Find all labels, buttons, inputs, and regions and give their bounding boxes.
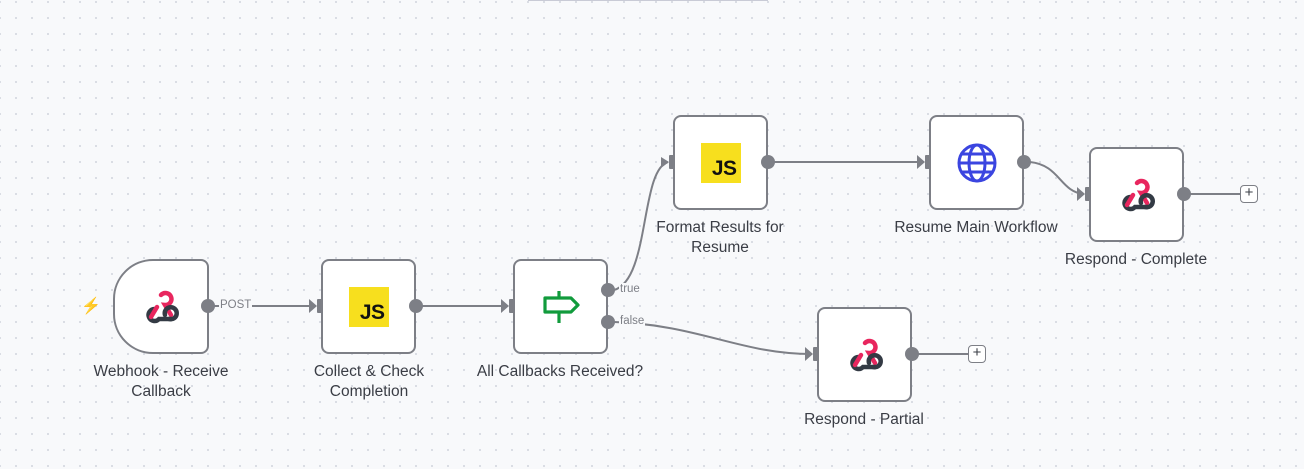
edge-label-post: POST: [219, 299, 253, 311]
label-line: Resume: [691, 239, 749, 256]
output-handle[interactable]: [761, 155, 775, 169]
output-handle[interactable]: [1017, 155, 1031, 169]
input-handle[interactable]: [1085, 187, 1092, 201]
js-icon-text: JS: [711, 156, 737, 180]
input-handle[interactable]: [925, 155, 932, 169]
webhook-icon: [849, 338, 883, 371]
node-collect-check-completion[interactable]: JS: [321, 259, 416, 354]
signpost-icon: [542, 290, 580, 323]
output-handle[interactable]: [201, 299, 215, 313]
arrow-collect: [309, 299, 317, 313]
edge-if-true-format: [613, 161, 669, 291]
output-handle[interactable]: [1177, 187, 1191, 201]
js-icon-text: JS: [359, 300, 385, 324]
label-line: Callback: [131, 383, 191, 400]
node-label: All Callbacks Received?: [470, 362, 650, 382]
input-handle[interactable]: [813, 347, 820, 361]
output-handle-false[interactable]: [601, 315, 615, 329]
node-resume-main-workflow[interactable]: [929, 115, 1024, 210]
node-label: Resume Main Workflow: [886, 218, 1066, 238]
node-respond-partial[interactable]: [817, 307, 912, 402]
label-line: Respond - Complete: [1064, 251, 1208, 268]
label-line: Completion: [329, 383, 409, 400]
output-handle-true[interactable]: [601, 283, 615, 297]
node-label: Respond - Partial: [774, 410, 954, 430]
edge-label-false: false: [619, 315, 646, 327]
edge-label-true: true: [619, 283, 641, 295]
label-line: Webhook - Receive: [93, 363, 229, 380]
node-respond-complete[interactable]: [1089, 147, 1184, 242]
node-format-results-for-resume[interactable]: JS: [673, 115, 768, 210]
label-line: Format Results for: [656, 219, 784, 236]
arrow-if: [501, 299, 509, 313]
input-handle[interactable]: [669, 155, 676, 169]
node-all-callbacks-received[interactable]: [513, 259, 608, 354]
node-label: Collect & Check Completion: [279, 362, 459, 402]
node-webhook-receive-callback[interactable]: [113, 259, 209, 354]
top-toolbar-edge: [528, 0, 768, 1]
label-line: Respond - Partial: [804, 411, 924, 428]
js-icon: JS: [348, 286, 389, 327]
label-line: Resume Main Workflow: [894, 219, 1058, 236]
webhook-icon: [146, 290, 179, 323]
trigger-bolt-icon: ⚡: [81, 298, 101, 315]
input-handle[interactable]: [317, 299, 324, 313]
arrow-format: [661, 157, 669, 168]
globe-icon: [957, 143, 996, 182]
arrow-resume: [917, 155, 925, 169]
arrow-partial: [805, 347, 813, 361]
output-handle[interactable]: [905, 347, 919, 361]
add-node-button[interactable]: +: [968, 345, 986, 363]
js-icon: JS: [700, 142, 741, 183]
add-node-button[interactable]: +: [1240, 185, 1258, 203]
node-label: Format Results for Resume: [630, 218, 810, 258]
label-line: Collect & Check: [313, 363, 425, 380]
output-handle[interactable]: [409, 299, 423, 313]
node-label: Respond - Complete: [1046, 250, 1226, 270]
input-handle[interactable]: [509, 299, 516, 313]
arrow-complete: [1077, 187, 1085, 201]
node-label: Webhook - Receive Callback: [71, 362, 251, 402]
label-line: All Callbacks Received?: [476, 363, 644, 380]
webhook-icon: [1121, 178, 1155, 211]
edge-resume-complete: [1029, 161, 1085, 195]
